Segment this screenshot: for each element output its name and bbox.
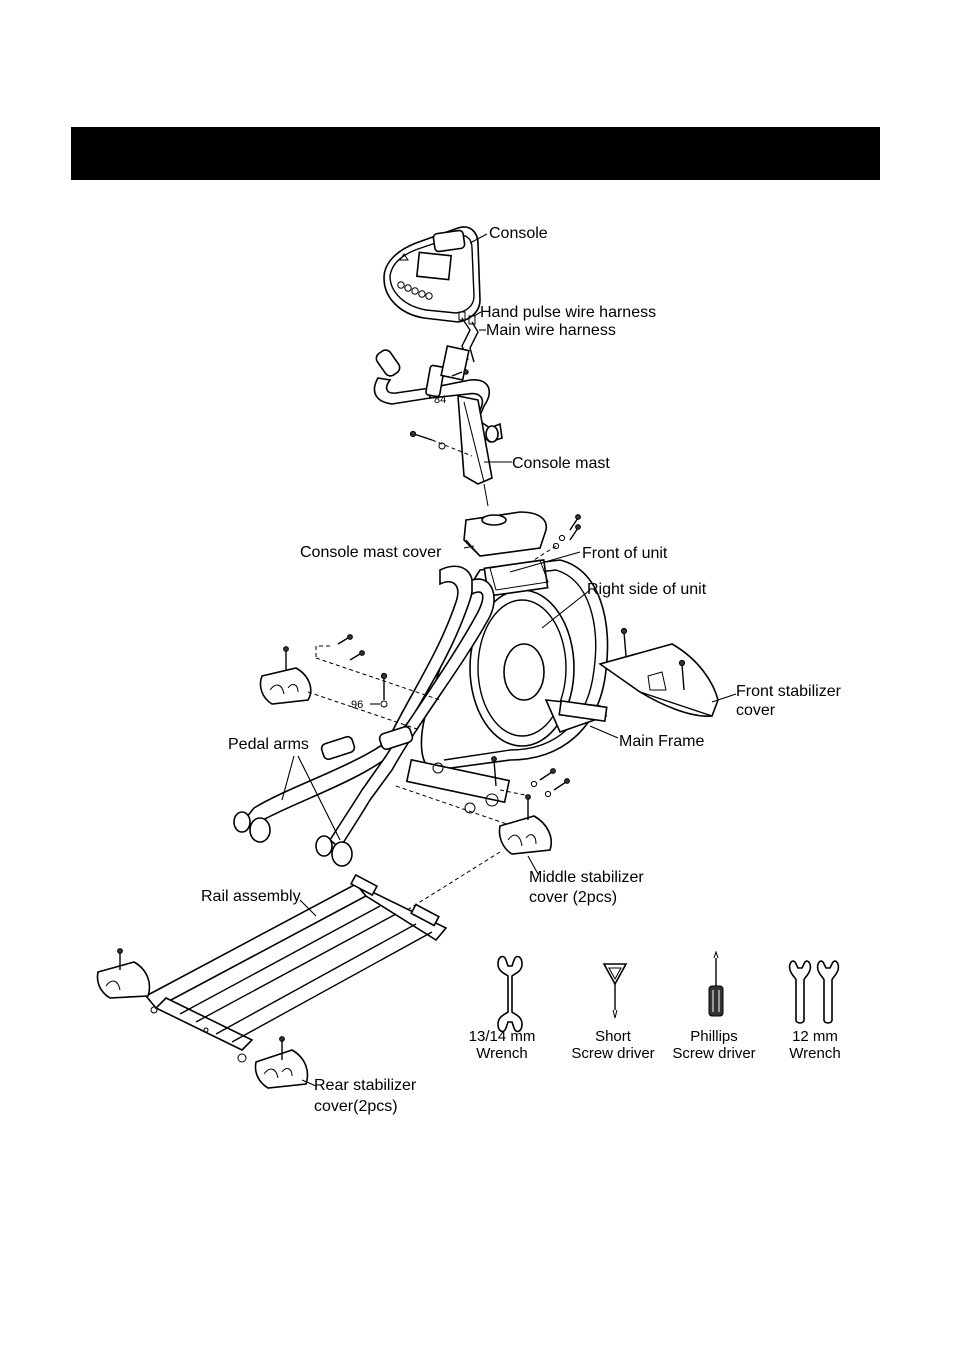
label-rail-assembly: Rail assembly xyxy=(201,888,301,905)
label-console-mast-cover: Console mast cover xyxy=(300,544,442,561)
bolt-96 xyxy=(370,672,388,708)
label-front-stabilizer-1: Front stabilizer xyxy=(736,683,842,700)
pedal-arms-part xyxy=(233,565,495,867)
console-mast-part xyxy=(457,395,493,507)
tool-4-line1: 12 mm xyxy=(792,1028,838,1045)
open-wrench-pair-icon xyxy=(788,960,840,1024)
label-console: Console xyxy=(489,225,548,242)
rear-stabilizer-cover-left-part xyxy=(96,948,151,999)
tool-2-line1: Short xyxy=(595,1028,632,1045)
label-middle-stabilizer-1: Middle stabilizer xyxy=(529,869,644,886)
part-number-96: 96 xyxy=(351,699,363,711)
label-rear-stabilizer-2: cover(2pcs) xyxy=(314,1098,398,1115)
label-middle-stabilizer-2: cover (2pcs) xyxy=(529,889,617,906)
phillips-screwdriver-icon xyxy=(708,950,724,1017)
middle-screws-right xyxy=(395,756,570,833)
label-front-stabilizer-2: cover xyxy=(736,702,776,719)
tool-2-line2: Screw driver xyxy=(571,1045,654,1062)
section-header-bar xyxy=(71,127,880,180)
label-console-mast: Console mast xyxy=(512,455,610,472)
tool-1-line1: 13/14 mm xyxy=(469,1028,536,1045)
part-number-84: 84 xyxy=(434,394,446,406)
label-main-wire: Main wire harness xyxy=(486,322,616,339)
front-stabilizer-cover-part xyxy=(598,627,719,717)
tool-1-line2: Wrench xyxy=(476,1045,527,1062)
tool-3-line2: Screw driver xyxy=(672,1045,755,1062)
console-mast-cover-part xyxy=(463,511,548,557)
rail-assembly-part xyxy=(144,873,448,1063)
front-screws xyxy=(533,514,581,561)
mast-bolts xyxy=(409,369,473,457)
label-rear-stabilizer-1: Rear stabilizer xyxy=(314,1077,417,1094)
tool-4-line2: Wrench xyxy=(789,1045,840,1062)
hex-key-icon xyxy=(602,963,628,1019)
label-hand-pulse-wire: Hand pulse wire harness xyxy=(480,304,656,321)
console-part xyxy=(383,226,481,323)
middle-stabilizer-cover-part xyxy=(498,794,552,855)
tool-3-line1: Phillips xyxy=(690,1028,738,1045)
label-main-frame: Main Frame xyxy=(619,733,704,750)
label-right-side-of-unit: Right side of unit xyxy=(587,581,707,598)
rear-frame-cover-part xyxy=(259,667,312,705)
label-pedal-arms: Pedal arms xyxy=(228,736,309,753)
rear-stabilizer-cover-right-part xyxy=(254,1036,309,1089)
middle-screws-left xyxy=(283,634,441,701)
label-front-of-unit: Front of unit xyxy=(582,545,668,562)
double-open-wrench-icon xyxy=(497,955,523,1033)
handlebar-part xyxy=(373,345,503,443)
